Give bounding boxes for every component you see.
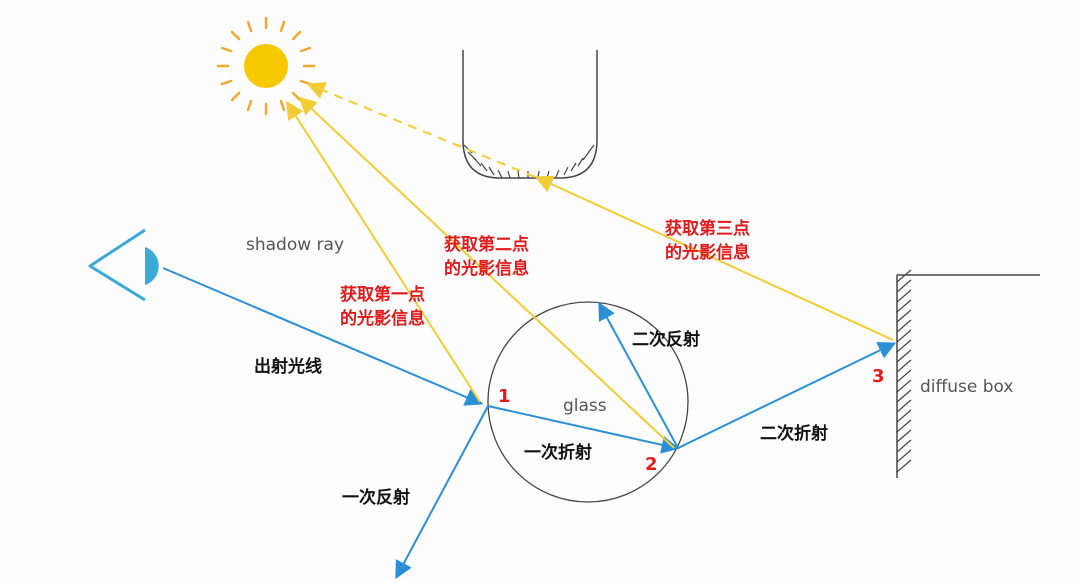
hatch-mark	[896, 319, 912, 333]
hatch-mark	[896, 349, 912, 363]
hatch-mark	[896, 299, 912, 313]
hatch-mark	[896, 339, 912, 353]
shadow-ray-point2	[298, 96, 675, 449]
second-reflection-ray	[598, 301, 679, 449]
diffuse-box	[896, 269, 1040, 478]
first-reflection-ray	[395, 405, 489, 580]
shadow-ray-label: shadow ray	[246, 235, 344, 255]
hatch-mark	[896, 429, 912, 443]
glass-sphere	[487, 301, 689, 503]
first-refraction-label: 一次折射	[524, 442, 592, 463]
shadow-ray-point3	[534, 175, 894, 341]
hatch-mark	[896, 279, 912, 293]
glass-label: glass	[563, 396, 607, 416]
point1-info-line2: 的光影信息	[340, 308, 425, 329]
hatch-mark	[896, 389, 912, 403]
second-reflection-label: 二次反射	[632, 329, 700, 350]
hatch-mark	[896, 369, 912, 383]
point-number-1: 1	[498, 386, 511, 407]
hatch-mark	[896, 459, 912, 473]
hatch-mark	[896, 329, 912, 343]
occluder-object	[462, 50, 598, 179]
shadow-ray-point1	[286, 100, 481, 403]
blue-rays	[162, 267, 897, 580]
hatch-mark	[896, 439, 912, 453]
hatch-mark	[896, 419, 912, 433]
hatch-mark	[896, 289, 912, 303]
exit-ray-label: 出射光线	[254, 356, 322, 377]
exit-ray-line	[162, 267, 484, 406]
point2-info-line1: 获取第二点	[444, 234, 529, 255]
first-reflection-label: 一次反射	[342, 487, 410, 508]
point1-info-line1: 获取第一点	[340, 284, 425, 305]
eye-icon	[88, 228, 159, 302]
hatch-mark	[896, 269, 912, 283]
hatch-mark	[896, 359, 912, 373]
point3-info-line2: 的光影信息	[665, 242, 750, 263]
hatch-mark	[896, 379, 912, 393]
diffuse-box-label: diffuse box	[920, 377, 1013, 397]
point-number-3: 3	[872, 366, 885, 387]
hatch-mark	[896, 399, 912, 413]
second-refraction-ray	[677, 342, 897, 449]
point3-info-line1: 获取第三点	[665, 218, 750, 239]
sun-icon	[216, 16, 316, 116]
hatch-mark	[896, 409, 912, 423]
second-refraction-label: 二次折射	[760, 423, 828, 444]
point2-info-line2: 的光影信息	[444, 258, 529, 279]
hatch-mark	[896, 449, 912, 463]
hatch-mark	[896, 309, 912, 323]
first-refraction-ray	[487, 405, 680, 454]
shadow-ray-blocked	[306, 82, 536, 178]
shadow-rays	[286, 82, 894, 449]
point-number-2: 2	[645, 454, 658, 475]
